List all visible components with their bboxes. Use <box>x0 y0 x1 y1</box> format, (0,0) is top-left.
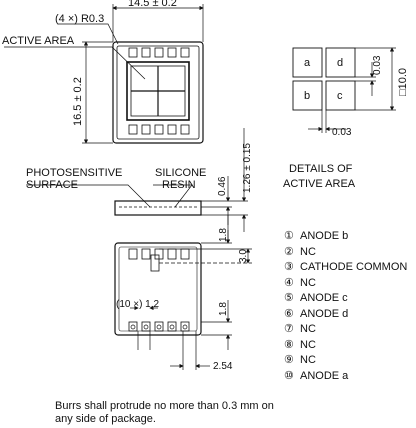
element-size-label: □10.0 <box>397 68 409 96</box>
element-a-label: a <box>304 57 311 69</box>
pin-number: ① <box>284 230 294 242</box>
burr-note-line-1: Burrs shall protrude no more than 0.3 mm… <box>55 400 274 412</box>
element-gap-x-label: 0.03 <box>332 127 352 138</box>
pin-item: ③ CATHODE COMMON <box>284 260 407 276</box>
bottom-lower-pads <box>128 321 190 332</box>
pin-item: ① ANODE b <box>284 229 407 245</box>
burr-note: Burrs shall protrude no more than 0.3 mm… <box>55 400 274 426</box>
pin-number: ② <box>284 245 294 258</box>
element-a-box <box>292 47 323 78</box>
pin-name: ANODE d <box>300 307 349 320</box>
pin-item: ⑨ NC <box>284 353 407 369</box>
pin-name: NC <box>300 276 316 289</box>
photosensitive-label-2: SURFACE <box>26 179 78 191</box>
pin-spacing-y-label: 3.0 <box>238 249 249 263</box>
lead-length-label: 1.8 <box>218 302 229 316</box>
package-height-label: 16.5 ± 0.2 <box>72 77 84 126</box>
side-view <box>114 200 202 216</box>
pin-name: NC <box>300 323 316 335</box>
pin-name: NC <box>300 338 316 351</box>
top-view <box>112 41 204 144</box>
pin-number: ⑤ <box>284 292 294 304</box>
element-d-label: d <box>337 57 343 69</box>
pin-name: ANODE a <box>300 369 349 382</box>
pin-item: ④ NC <box>284 276 407 292</box>
corner-radius-label: (4 ×) R0.3 <box>55 13 104 25</box>
silicone-label-2: RESIN <box>162 179 196 191</box>
pin-number: ⑨ <box>284 354 294 366</box>
pin-number: ⑧ <box>284 338 294 351</box>
pin-number: ⑦ <box>284 323 294 335</box>
package-width-label: 14.5 ± 0.2 <box>128 0 177 9</box>
pin-number: ④ <box>284 276 294 289</box>
pin-name: NC <box>300 354 316 366</box>
pin-name: NC <box>300 245 316 258</box>
pin-assignment-list: ① ANODE b ② NC ③ CATHODE COMMON ④ NC ⑤ ANODE … <box>284 229 407 384</box>
pin-row-offset-label: 1.8 <box>218 228 229 242</box>
package-outline-bottom <box>114 242 202 336</box>
element-d-box <box>325 47 356 78</box>
details-title-2: ACTIVE AREA <box>283 178 356 190</box>
pin-number: ⑥ <box>284 307 294 320</box>
pin-name: ANODE c <box>300 292 348 304</box>
details-title-1: DETAILS OF <box>289 163 353 175</box>
pin-name: ANODE b <box>300 230 349 242</box>
pin-count-label: (10 ×) 1.2 <box>116 299 160 310</box>
pin-holes <box>130 324 188 330</box>
package-thickness-label: 1.26 ± 0.15 <box>242 143 253 193</box>
active-area-outline <box>126 61 190 121</box>
pin-item: ⑦ NC <box>284 322 407 338</box>
pin-item: ⑥ ANODE d <box>284 307 407 323</box>
bottom-view <box>114 242 202 336</box>
silicone-label-1: SILICONE <box>155 167 206 179</box>
pin-item: ② NC <box>284 245 407 261</box>
package-inner-bottom <box>118 246 198 332</box>
element-c-label: c <box>337 90 343 102</box>
top-lead-tabs <box>128 47 190 135</box>
package-side-outline <box>114 200 202 216</box>
pin-pitch-label: 2.54 <box>213 361 233 372</box>
burr-note-line-2: any side of package. <box>55 413 156 425</box>
package-inner-top <box>116 45 200 140</box>
pin-number: ⑩ <box>284 369 294 382</box>
resin-thickness-label: 0.46 <box>217 176 228 196</box>
element-b-box <box>292 80 323 111</box>
pin-item: ⑩ ANODE a <box>284 369 407 385</box>
element-gap-y-label: 0.03 <box>372 55 383 75</box>
photosensitive-label-1: PHOTOSENSITIVE <box>26 167 122 179</box>
pin-number: ③ <box>284 261 294 273</box>
pin-item: ⑤ ANODE c <box>284 291 407 307</box>
pin-item: ⑧ NC <box>284 338 407 354</box>
package-outline-top <box>112 41 204 144</box>
element-c-box <box>325 80 356 111</box>
pin-name: CATHODE COMMON <box>300 261 408 273</box>
active-area-label: ACTIVE AREA <box>2 35 75 47</box>
element-b-label: b <box>304 90 310 102</box>
active-area-detail <box>292 47 356 111</box>
